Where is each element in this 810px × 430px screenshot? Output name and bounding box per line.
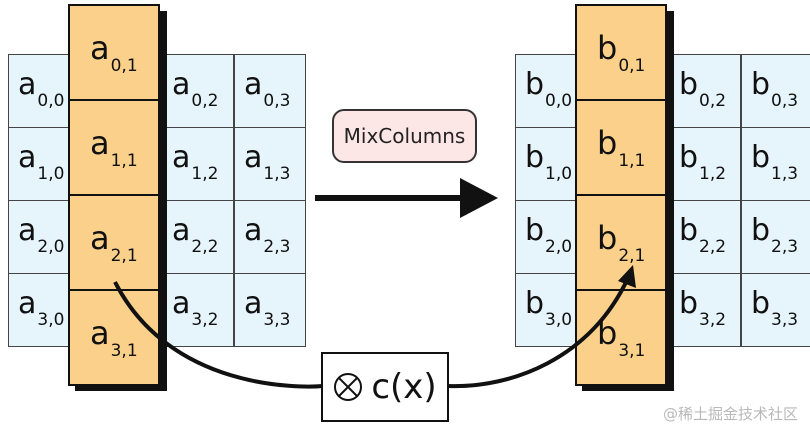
left-column-cell-0: [68, 4, 160, 101]
left-cell-1-0: [8, 127, 76, 201]
right-column-cell-3: [575, 289, 667, 386]
right-cell-3-0: [515, 273, 583, 347]
left-cell-0-3: [234, 54, 306, 128]
left-column-cell-3: [68, 289, 160, 386]
right-cell-2-2: [669, 200, 741, 274]
mixcolumns-label-box: MixColumns: [332, 109, 477, 163]
multiply-curve-arrow: [113, 277, 630, 389]
left-cell-1-3: [234, 127, 306, 201]
circled-times-icon: [334, 373, 363, 401]
multiply-curve-arrowhead: [618, 265, 636, 288]
right-cell-3-2: [669, 273, 741, 347]
right-cell-2-0: [515, 200, 583, 274]
right-cell-1-0: [515, 127, 583, 201]
right-column-cell-2: [575, 194, 667, 291]
right-column-cell-0: [575, 4, 667, 101]
mixcolumns-label: MixColumns: [343, 124, 466, 148]
left-cell-3-3: [234, 273, 306, 347]
left-column-cell-2: [68, 194, 160, 291]
right-cell-3-3: [741, 273, 810, 347]
left-cell-0-0: [8, 54, 76, 128]
left-cell-0-2: [162, 54, 234, 128]
multiply-label: c(x): [371, 367, 437, 407]
left-column-cell-1: [68, 99, 160, 196]
right-column-cell-1: [575, 99, 667, 196]
watermark: @稀土掘金技术社区: [662, 405, 798, 423]
transform-arrow-head: [460, 178, 498, 218]
right-cell-0-3: [741, 54, 810, 128]
right-cell-1-3: [741, 127, 810, 201]
left-cell-2-3: [234, 200, 306, 274]
multiply-box: c(x): [321, 352, 449, 422]
left-cell-3-2: [162, 273, 234, 347]
